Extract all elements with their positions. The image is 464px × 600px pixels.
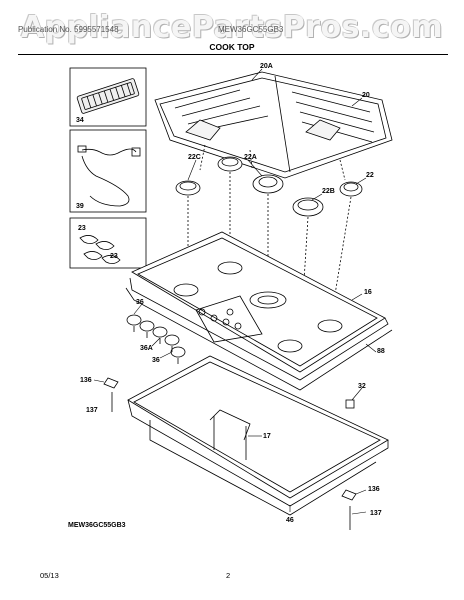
footer-page-number: 2 [226,571,231,580]
griddle-inset [69,67,147,127]
publication-number: Publication No. 5995571548 [18,25,119,34]
callout-knob-c: 36 [152,357,160,364]
callout-wire-harness: 39 [76,203,84,210]
callout-bracket: 17 [263,433,271,440]
callout-screw-left-b: 137 [86,407,98,414]
control-knobs [126,314,186,364]
clips-inset [69,217,147,269]
mounting-screws [103,377,357,530]
callout-seal: 88 [377,348,385,355]
footer-date: 05/13 [40,571,59,580]
title-rule [18,54,448,55]
burner-caps [175,156,363,346]
diagram-title: COOK TOP [209,42,255,52]
leader-lines [93,68,377,515]
header-model-number: MEW36GC55GB3 [218,25,284,34]
callout-screw-right-b: 137 [370,510,382,517]
callout-knob-b: 36A [140,345,153,352]
model-number-caption: MEW36GC55GB3 [68,522,126,529]
callout-screw-right: 136 [368,486,380,493]
callout-clip-a: 23 [78,225,86,232]
callout-burner-box: 46 [286,517,294,524]
callout-grate-right: 20 [362,92,370,99]
callout-cap-b: 22B [322,188,335,195]
callout-clip-b: 23 [110,253,118,260]
callout-cap-c: 22C [188,154,201,161]
cooktop-surface [125,231,393,391]
callout-grate-left: 20A [260,63,273,70]
callout-griddle: 34 [76,117,84,124]
callout-knob-a: 36 [136,299,144,306]
wire-harness-inset [69,129,147,213]
callout-screw-left: 136 [80,377,92,384]
burner-box [127,355,389,516]
callout-cap-small: 22 [366,172,374,179]
watermark-text: AppliancePartsPros.com [20,10,444,45]
callout-spring: 32 [358,383,366,390]
callout-cooktop: 16 [364,289,372,296]
grates [154,71,393,181]
callout-cap-a: 22A [244,154,257,161]
